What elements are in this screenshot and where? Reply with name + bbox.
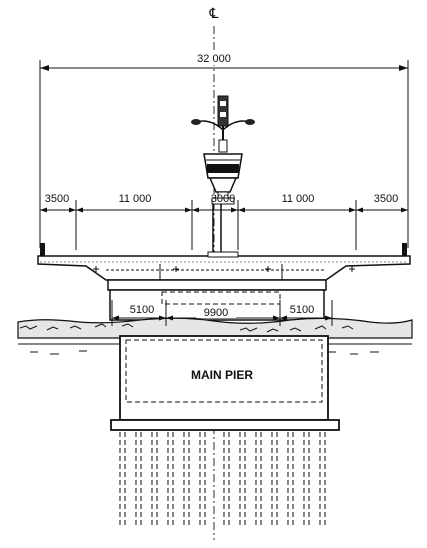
pile <box>271 432 278 528</box>
pile <box>151 432 158 528</box>
main-pier-label: MAIN PIER <box>191 368 253 382</box>
deck-dim-left-roadway: 11 000 <box>119 193 152 205</box>
deck-dim-left-walkway: 3500 <box>45 193 69 205</box>
pile <box>239 432 246 528</box>
pile <box>255 432 262 528</box>
main-pier: MAIN PIER <box>110 335 340 431</box>
bridge-deck <box>37 243 411 281</box>
pile <box>167 432 174 528</box>
pier-dimensions: 5100 9900 5100 <box>111 300 333 326</box>
pile <box>223 432 230 528</box>
lighting-mast <box>191 95 255 256</box>
deck-dim-right-walkway: 3500 <box>374 193 398 205</box>
pier-dim-right: 5100 <box>290 304 314 316</box>
deck-dim-right-roadway: 11 000 <box>282 193 315 205</box>
deck-dim-median: 3000 <box>211 193 235 205</box>
pier-dim-center: 9900 <box>204 307 228 319</box>
pile <box>303 432 310 528</box>
overall-width-label: 32 000 <box>197 53 231 65</box>
pile <box>119 432 126 528</box>
deck-dimensions: 3500 11 000 3000 11 000 3500 <box>40 193 408 250</box>
pile <box>319 432 326 528</box>
pile <box>199 432 206 528</box>
piles <box>119 432 326 528</box>
pile <box>287 432 294 528</box>
centerline-symbol: ℄ <box>209 5 219 21</box>
pile <box>183 432 190 528</box>
pile <box>135 432 142 528</box>
overall-width-dimension: 32 000 <box>39 52 409 248</box>
pier-dim-left: 5100 <box>130 304 154 316</box>
